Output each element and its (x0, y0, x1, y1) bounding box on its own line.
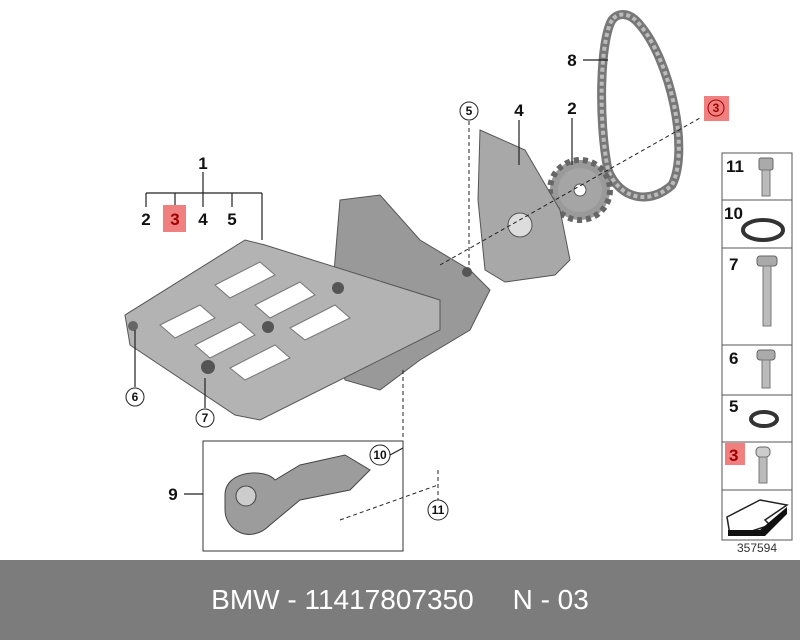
timing-chain (597, 10, 684, 202)
leader-lines (134, 59, 608, 495)
callout-cover-4: 4 (514, 101, 524, 120)
callout-bolt-5: 5 (466, 104, 473, 118)
sealing-ring-icon (749, 410, 779, 428)
legend-label-11: 11 (726, 157, 744, 176)
callout-3-highlighted[interactable]: 3 (170, 210, 179, 229)
pump-cover (477, 129, 571, 283)
footer-bar: BMW - 11417807350 N - 03 (0, 560, 800, 640)
hex-bolt-icon (758, 157, 774, 197)
highlight-box (725, 443, 745, 465)
callout-circle (427, 499, 449, 521)
parts-diagram: 1 2 3 4 5 8 2 4 3 5 6 7 9 10 11 11 10 7 … (124, 10, 793, 555)
callout-circle (125, 387, 145, 407)
legend-label-3-highlighted[interactable]: 3 (729, 446, 738, 465)
parts-legend: 11 10 7 6 5 3 357594 (721, 152, 793, 555)
callout-11: 11 (432, 503, 445, 517)
pickup-tube-group (202, 440, 404, 552)
highlight-box (163, 205, 186, 232)
flange-bolt-icon (756, 349, 776, 389)
callout-4: 4 (198, 210, 208, 229)
callout-circle (459, 101, 479, 121)
callout-6: 6 (132, 390, 139, 404)
oil-pump (124, 194, 491, 421)
callout-10: 10 (373, 448, 387, 462)
legend-label-10: 10 (724, 204, 743, 223)
legend-label-6: 6 (729, 349, 738, 368)
arrow-symbol-icon (726, 499, 789, 536)
o-ring-icon (741, 218, 785, 242)
socket-cap-bolt-icon (755, 446, 771, 484)
callout-sprocket-2: 2 (567, 99, 576, 118)
part-number-text: BMW - 11417807350 N - 03 (211, 584, 589, 615)
callout-1: 1 (198, 154, 207, 173)
callout-2: 2 (141, 210, 150, 229)
dashed-axis-lines (339, 117, 701, 521)
callout-8: 8 (567, 51, 576, 70)
sprocket (547, 157, 613, 223)
image-number: 357594 (737, 541, 777, 555)
callout-circle (707, 99, 725, 117)
legend-label-7: 7 (729, 255, 738, 274)
callout-circle (369, 444, 391, 466)
legend-label-5: 5 (729, 397, 738, 416)
long-bolt-icon (756, 255, 778, 327)
callout-7: 7 (202, 411, 209, 425)
callout-circle (195, 408, 215, 428)
callout-5: 5 (227, 210, 236, 229)
callout-chain-3-highlighted[interactable]: 3 (713, 101, 720, 115)
callout-9: 9 (168, 485, 177, 504)
